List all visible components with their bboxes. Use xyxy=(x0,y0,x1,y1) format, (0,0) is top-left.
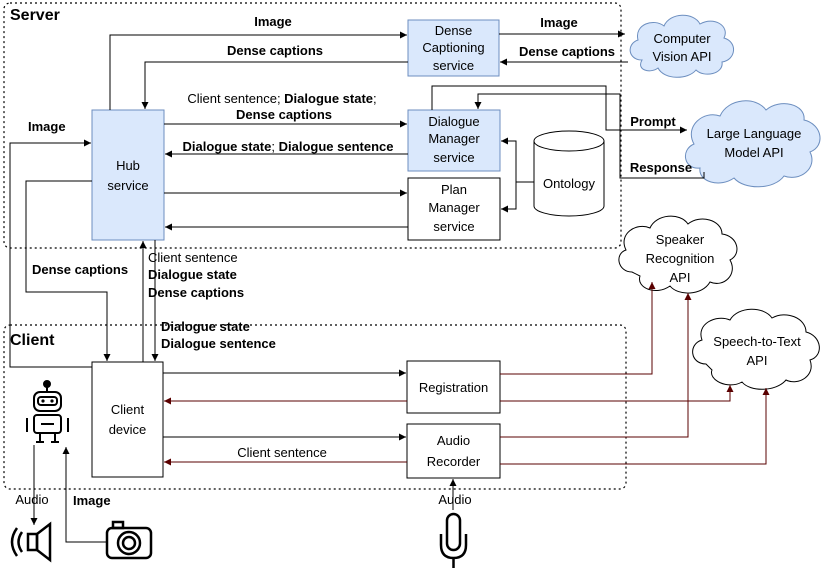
speech-to-text-api-cloud: Speech-to-Text API xyxy=(692,308,820,390)
ontology-database: Ontology xyxy=(533,130,605,217)
svg-text:API: API xyxy=(670,270,691,285)
label-prompt: Prompt xyxy=(630,114,676,129)
hub-service-box: Hub service xyxy=(91,109,165,241)
label-mic-audio: Audio xyxy=(438,492,471,507)
svg-text:API: API xyxy=(747,353,768,368)
audio-recorder-box: Audio Recorder xyxy=(406,423,501,479)
svg-text:Client: Client xyxy=(111,402,145,417)
registration-box: Registration xyxy=(406,360,501,414)
label-hub-to-dm-line1: Client sentence; Dialogue state; xyxy=(187,91,376,106)
svg-text:Large Language: Large Language xyxy=(707,126,802,141)
speaker-icon xyxy=(10,521,52,563)
arrow-ar-to-speaker xyxy=(500,293,692,438)
arrow-ontology-to-dm xyxy=(501,137,534,183)
client-region xyxy=(3,324,627,490)
arrow-registration-to-speaker xyxy=(500,282,656,375)
svg-text:device: device xyxy=(109,422,147,437)
svg-text:Plan: Plan xyxy=(441,182,467,197)
svg-text:Manager: Manager xyxy=(428,200,480,215)
svg-text:Vision API: Vision API xyxy=(652,49,711,64)
label-ar-to-cd: Client sentence xyxy=(237,445,327,460)
svg-text:Recognition: Recognition xyxy=(646,251,715,266)
svg-text:Hub: Hub xyxy=(116,158,140,173)
svg-text:Recorder: Recorder xyxy=(427,454,481,469)
arrow-ontology-to-pm xyxy=(501,182,517,213)
label-hub-to-cd-2: Dialogue sentence xyxy=(161,336,276,351)
svg-text:Registration: Registration xyxy=(419,380,488,395)
arrow-ar-to-stt xyxy=(500,388,770,465)
svg-text:Dense: Dense xyxy=(435,23,473,38)
label-dc-to-hub-captions: Dense captions xyxy=(227,43,323,58)
server-region xyxy=(3,2,622,249)
plan-manager-service-box: Plan Manager service xyxy=(407,177,501,241)
arrow-camera-to-robot xyxy=(62,447,106,543)
arrow-cd-to-hub-image xyxy=(9,139,92,368)
computer-vision-api-cloud: Computer Vision API xyxy=(629,14,734,78)
client-device-box: Client device xyxy=(91,361,164,478)
svg-text:service: service xyxy=(433,219,474,234)
svg-text:Computer: Computer xyxy=(653,31,711,46)
server-region-label: Server xyxy=(10,7,60,24)
label-cd-to-hub-3: Dense captions xyxy=(148,285,244,300)
label-cv-to-dc-captions: Dense captions xyxy=(519,44,615,59)
microphone-icon xyxy=(439,512,468,568)
svg-text:service: service xyxy=(107,178,148,193)
label-dm-to-hub: Dialogue state; Dialogue sentence xyxy=(183,139,394,154)
label-response: Response xyxy=(630,160,692,175)
client-region-label: Client xyxy=(10,332,55,349)
svg-text:service: service xyxy=(433,150,474,165)
svg-text:Captioning: Captioning xyxy=(422,40,484,55)
dialogue-manager-service-box: Dialogue Manager service xyxy=(407,109,501,172)
dense-captioning-service-box: Dense Captioning service xyxy=(407,19,500,77)
arrow-llm-to-dm xyxy=(474,93,705,179)
robot-icon xyxy=(26,380,69,443)
svg-text:service: service xyxy=(433,58,474,73)
large-language-model-api-cloud: Large Language Model API xyxy=(685,100,821,188)
svg-text:Speech-to-Text: Speech-to-Text xyxy=(713,334,801,349)
svg-text:Speaker: Speaker xyxy=(656,232,705,247)
speaker-recognition-api-cloud: Speaker Recognition API xyxy=(618,215,738,294)
arrow-dc-to-hub xyxy=(141,61,408,109)
label-hub-to-dc-image: Image xyxy=(254,14,292,29)
label-hub-to-cd-1: Dialogue state xyxy=(161,319,250,334)
label-hub-to-dm-line2: Dense captions xyxy=(236,107,332,122)
svg-text:Manager: Manager xyxy=(428,131,480,146)
arrow-hub-to-cd-captions xyxy=(25,180,111,361)
arrow-dm-to-llm xyxy=(431,85,687,134)
label-cd-to-hub-2: Dialogue state xyxy=(148,267,237,282)
svg-text:Model API: Model API xyxy=(724,145,783,160)
label-robot-audio: Audio xyxy=(15,492,48,507)
svg-text:Dialogue: Dialogue xyxy=(428,114,479,129)
label-dc-to-cv-image: Image xyxy=(540,15,578,30)
svg-text:Audio: Audio xyxy=(437,433,470,448)
arrow-hub-to-dc xyxy=(109,31,407,110)
arrow-registration-to-stt xyxy=(500,385,734,402)
label-camera-image: Image xyxy=(73,493,111,508)
label-cd-to-hub-1: Client sentence xyxy=(148,250,238,265)
label-left-dense-captions: Dense captions xyxy=(32,262,128,277)
camera-icon xyxy=(105,520,153,560)
label-left-image: Image xyxy=(28,119,66,134)
svg-text:Ontology: Ontology xyxy=(543,176,596,191)
